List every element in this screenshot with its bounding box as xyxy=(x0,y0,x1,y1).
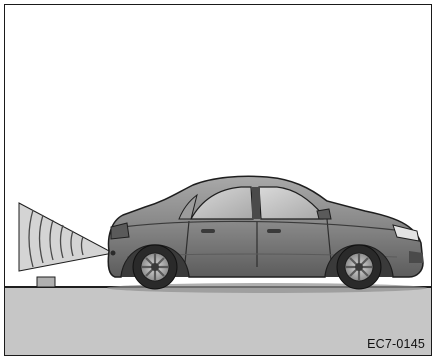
parking-sensor-illustration xyxy=(5,5,432,356)
figure-code: EC7-0145 xyxy=(367,337,425,351)
figure-frame: EC7-0145 xyxy=(4,4,432,356)
obstacle-block-icon xyxy=(37,277,55,287)
front-wheel xyxy=(337,245,381,289)
sensor-wave-icon xyxy=(19,203,113,271)
car-side-icon xyxy=(107,176,427,293)
rear-wheel xyxy=(133,245,177,289)
